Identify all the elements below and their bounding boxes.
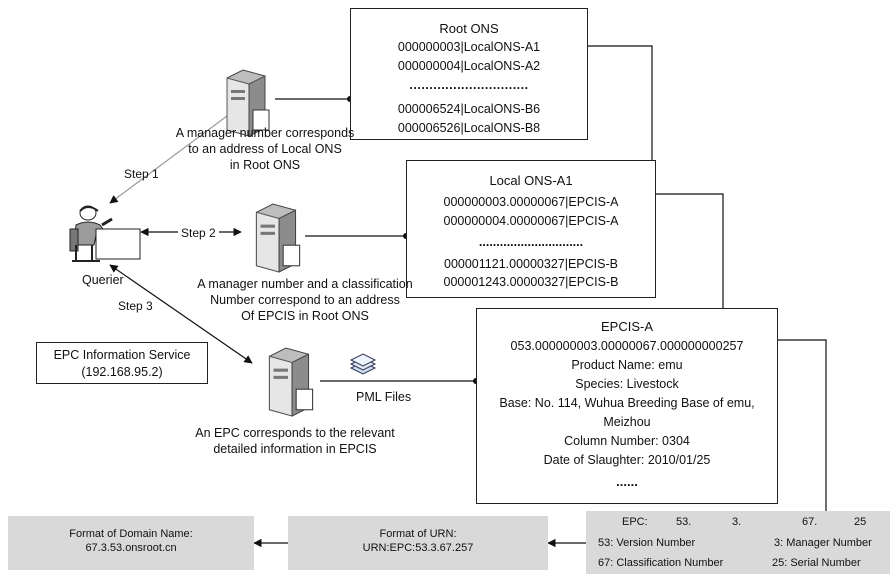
desc-line: to an address of Local ONS [188, 142, 342, 156]
server-icon [255, 203, 301, 273]
epc-legend-item: 3: Manager Number [774, 537, 872, 549]
server-icon [268, 347, 314, 417]
epc-prefix: EPC: [622, 516, 648, 528]
local-ons-title: Local ONS-A1 [489, 173, 573, 188]
desc-line: An EPC corresponds to the relevant [195, 426, 395, 440]
epc-part-manager: 3. [732, 516, 742, 528]
querier-person-icon [69, 205, 141, 262]
desc-step3: An EPC corresponds to the relevant detai… [160, 425, 430, 457]
root-ons-row: 000000003|LocalONS-A1 [397, 40, 541, 54]
root-ons-row: 000006526|LocalONS-B8 [397, 121, 541, 135]
local-ons-row: 000000004.00000067|EPCIS-A [443, 214, 619, 228]
epc-legend-item: 53: Version Number [598, 537, 696, 549]
pml-files-icon [349, 353, 377, 375]
root-ons-row: .............................. [409, 78, 529, 92]
epcis-box: EPCIS-A 053.000000003.00000067.000000000… [476, 308, 778, 504]
epcis-row: ...... [616, 474, 638, 489]
epcis-row: Column Number: 0304 [564, 434, 690, 448]
step2-label: Step 2 [178, 225, 219, 241]
local-ons-row: 000000003.00000067|EPCIS-A [443, 195, 619, 209]
arrow-step3 [109, 264, 253, 364]
local-ons-box: Local ONS-A1 000000003.00000067|EPCIS-A … [406, 160, 656, 298]
epcis-code: 053.000000003.00000067.000000000257 [510, 339, 744, 353]
desc-line: Number correspond to an address [210, 293, 400, 307]
urn-format-value: URN:EPC:53.3.67.257 [362, 542, 474, 554]
domain-format-box: Format of Domain Name: 67.3.53.onsroot.c… [8, 516, 254, 570]
pml-files-label: PML Files [356, 390, 412, 404]
desc-line: in Root ONS [229, 158, 301, 172]
epc-service-title: EPC Information Service [53, 348, 191, 362]
desc-step2: A manager number and a classification Nu… [160, 276, 450, 324]
domain-format-title: Format of Domain Name: [69, 528, 193, 540]
epc-breakdown-box: EPC: 53. 3. 67. 25 53: Version Number 3:… [586, 511, 890, 574]
arrow-epc-to-epcis [769, 335, 827, 511]
epc-legend-item: 67: Classification Number [598, 557, 724, 569]
epcis-title: EPCIS-A [600, 319, 653, 334]
arrow-step1 [109, 115, 228, 204]
epcis-row: Product Name: emu [571, 358, 683, 372]
epc-part-serial: 25 [854, 516, 867, 528]
epcis-row: Meizhou [603, 415, 651, 429]
epc-part-class: 67. [802, 516, 818, 528]
desc-line: detailed information in EPCIS [213, 442, 377, 456]
step3-label: Step 3 [118, 299, 153, 313]
desc-line: A manager number corresponds [175, 126, 355, 140]
epcis-row: Date of Slaughter: 2010/01/25 [543, 453, 711, 467]
root-ons-title: Root ONS [439, 21, 499, 36]
desc-line: A manager number and a classification [197, 277, 413, 291]
epc-part-version: 53. [676, 516, 692, 528]
epc-service-box: EPC Information Service (192.168.95.2) [36, 342, 208, 384]
querier-label: Querier [82, 273, 124, 287]
root-ons-box: Root ONS 000000003|LocalONS-A1 000000004… [350, 8, 588, 140]
root-ons-row: 000006524|LocalONS-B6 [397, 102, 541, 116]
root-ons-row: 000000004|LocalONS-A2 [397, 59, 541, 73]
local-ons-row: .............................. [478, 235, 584, 249]
urn-format-title: Format of URN: [379, 528, 457, 540]
server-icon [226, 69, 270, 137]
domain-format-value: 67.3.53.onsroot.cn [85, 542, 177, 554]
epc-service-ip: (192.168.95.2) [81, 365, 163, 379]
desc-line: Of EPCIS in Root ONS [241, 309, 369, 323]
local-ons-row: 000001243.00000327|EPCIS-B [443, 275, 619, 289]
epcis-row: Species: Livestock [575, 377, 679, 391]
urn-format-box: Format of URN: URN:EPC:53.3.67.257 [288, 516, 548, 570]
step1-label: Step 1 [124, 167, 159, 181]
epc-legend-item: 25: Serial Number [772, 557, 861, 569]
local-ons-row: 000001121.00000327|EPCIS-B [444, 257, 618, 271]
desc-step1: A manager number corresponds to an addre… [150, 125, 380, 173]
epcis-row: Base: No. 114, Wuhua Breeding Base of em… [499, 396, 755, 410]
